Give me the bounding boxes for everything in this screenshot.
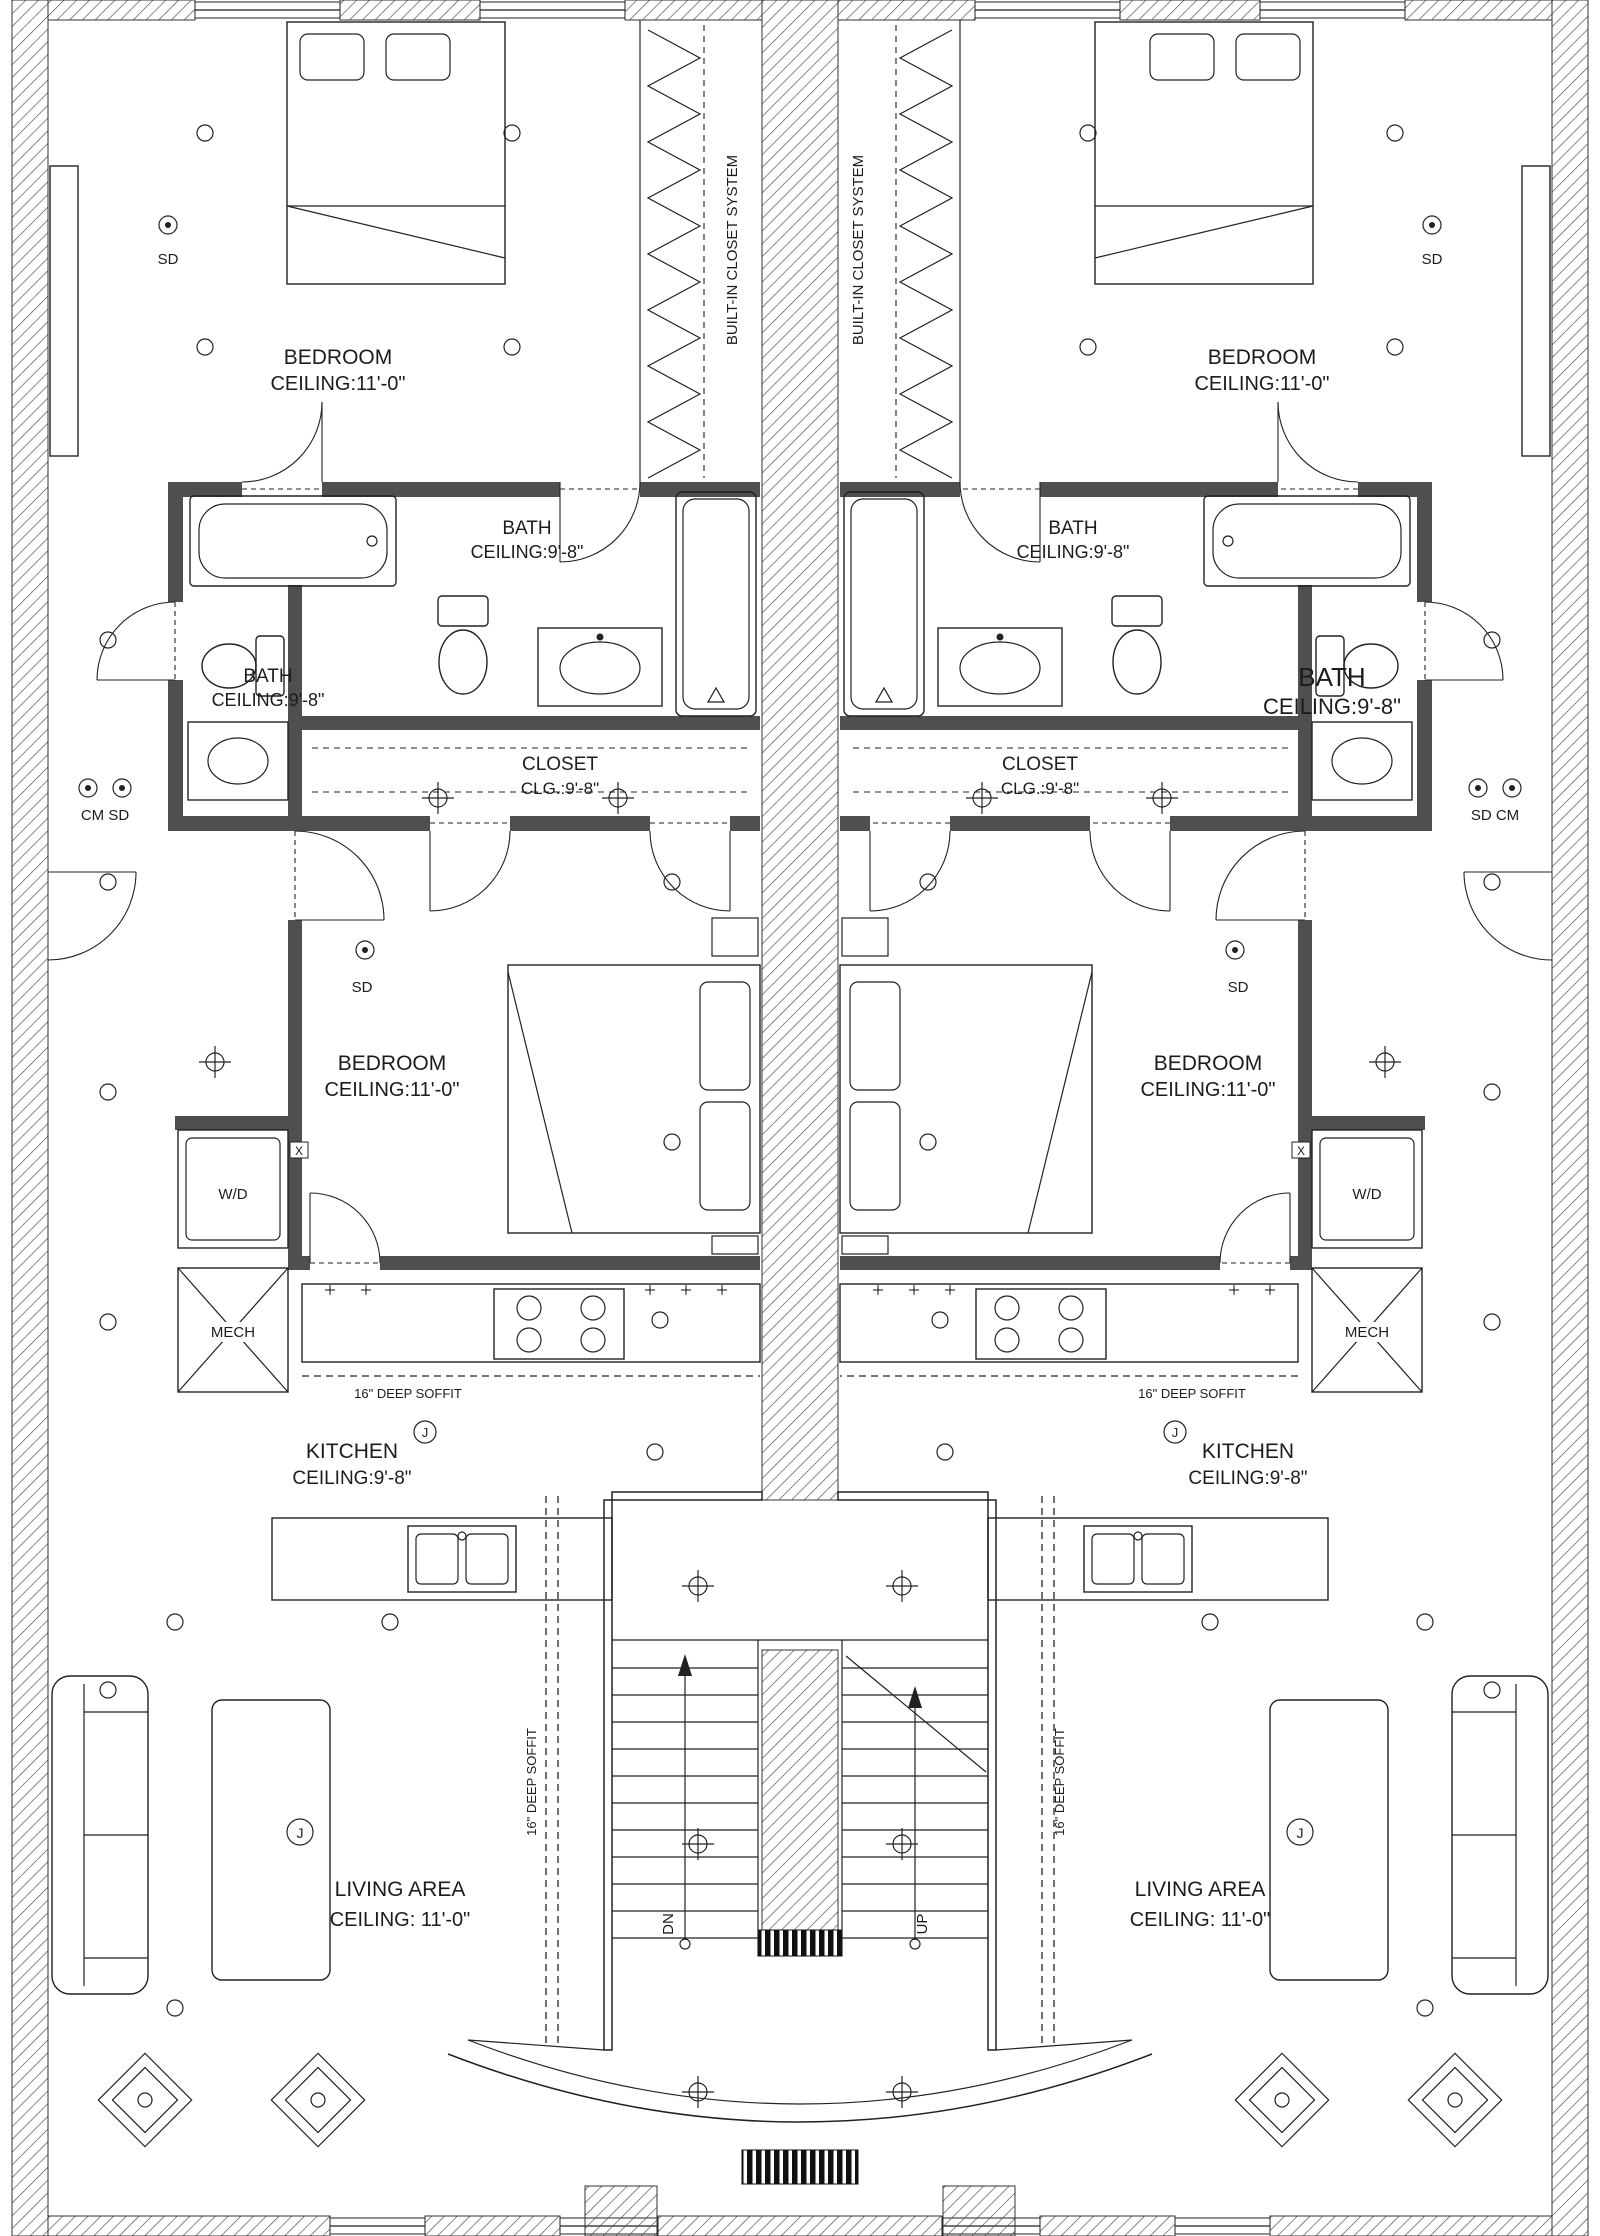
right-bath-lower-ceiling: CEILING:9'-8": [1263, 694, 1401, 719]
left-junction-kitchen-label: J: [422, 1425, 429, 1440]
left-junction-living-symbol: [286, 1818, 314, 1846]
left-closet-ceiling: CLG.:9'-8": [521, 779, 599, 798]
left-junction-kitchen-symbol: [413, 1420, 437, 1444]
right-bedroom-mid-ceiling: CEILING:11'-0": [1140, 1079, 1275, 1101]
left-bath-upper-label: BATH: [502, 518, 551, 539]
left-soffit-stair-label: 16" DEEP SOFFIT: [524, 1728, 539, 1836]
right-closet-ceiling: CLG.:9'-8": [1001, 779, 1079, 798]
stairwell: [447, 1491, 1153, 2123]
right-soffit-kitchen-label: 16" DEEP SOFFIT: [1138, 1386, 1246, 1401]
right-living-label: LIVING AREA: [1135, 1878, 1266, 1901]
left-living-ceiling: CEILING: 11'-0": [330, 1909, 471, 1931]
right-junction-kitchen-label: J: [1172, 1425, 1179, 1440]
right-wd-label: W/D: [1352, 1186, 1381, 1203]
labels-layer: BEDROOM CEILING:11'-0" BUILT-IN CLOSET S…: [81, 155, 1519, 1935]
right-closet-system-label: BUILT-IN CLOSET SYSTEM: [850, 155, 867, 345]
right-x-marker: X: [1297, 1144, 1305, 1158]
left-bath-upper-ceiling: CEILING:9'-8": [471, 542, 584, 562]
left-sd-mid-label: SD: [352, 979, 373, 996]
left-junction-living-label: J: [297, 1825, 304, 1841]
right-closet-label: CLOSET: [1002, 754, 1078, 775]
left-kitchen-label: KITCHEN: [306, 1440, 398, 1463]
right-bedroom-top-ceiling: CEILING:11'-0": [1194, 373, 1329, 395]
bay-window-wall: [447, 2053, 1153, 2123]
right-sd-top-label: SD: [1422, 251, 1443, 268]
right-detectors-label: SD CM: [1471, 807, 1519, 824]
left-bedroom-mid-ceiling: CEILING:11'-0": [324, 1079, 459, 1101]
right-junction-kitchen-symbol: [1163, 1420, 1187, 1444]
right-kitchen-label: KITCHEN: [1202, 1440, 1294, 1463]
left-mech-label: MECH: [211, 1324, 255, 1341]
exterior-walls: [11, 0, 1589, 2236]
window: [194, 1, 1406, 19]
left-detectors-label: CM SD: [81, 807, 130, 824]
right-bedroom-mid-label: BEDROOM: [1154, 1052, 1263, 1075]
grille: [741, 2149, 859, 2185]
right-junction-living-label: J: [1297, 1825, 1304, 1841]
left-closet-label: CLOSET: [522, 754, 598, 775]
right-soffit-stair-label: 16" DEEP SOFFIT: [1052, 1728, 1067, 1836]
right-bedroom-top-label: BEDROOM: [1208, 346, 1317, 369]
central-party-wall: [741, 0, 859, 2185]
stair-break-line: [845, 1655, 987, 1773]
left-bedroom-top-label: BEDROOM: [284, 346, 393, 369]
left-bath-lower-label: BATH: [243, 666, 292, 687]
left-sd-top-label: SD: [158, 251, 179, 268]
left-closet-system-label: BUILT-IN CLOSET SYSTEM: [724, 155, 741, 345]
right-bath-upper-ceiling: CEILING:9'-8": [1017, 542, 1130, 562]
grille: [757, 1929, 843, 1957]
right-sd-mid-label: SD: [1228, 979, 1249, 996]
stair-up-label: UP: [914, 1914, 931, 1935]
bay-pier: [584, 2185, 658, 2236]
left-bedroom-mid-label: BEDROOM: [338, 1052, 447, 1075]
left-bath-lower-ceiling: CEILING:9'-8": [212, 690, 325, 710]
bay-pier: [942, 2185, 1016, 2236]
left-kitchen-ceiling: CEILING:9'-8": [292, 1468, 411, 1489]
right-living-ceiling: CEILING: 11'-0": [1130, 1909, 1271, 1931]
right-bath-lower-label: BATH: [1298, 662, 1365, 692]
stair-down-label: DN: [660, 1913, 677, 1935]
right-junction-living-symbol: [1286, 1818, 1314, 1846]
left-bedroom-top-ceiling: CEILING:11'-0": [270, 373, 405, 395]
left-living-label: LIVING AREA: [335, 1878, 466, 1901]
left-wd-label: W/D: [218, 1186, 247, 1203]
right-kitchen-ceiling: CEILING:9'-8": [1188, 1468, 1307, 1489]
right-bath-upper-label: BATH: [1048, 518, 1097, 539]
right-mech-label: MECH: [1345, 1324, 1389, 1341]
left-soffit-kitchen-label: 16" DEEP SOFFIT: [354, 1386, 462, 1401]
left-x-marker: X: [295, 1144, 303, 1158]
